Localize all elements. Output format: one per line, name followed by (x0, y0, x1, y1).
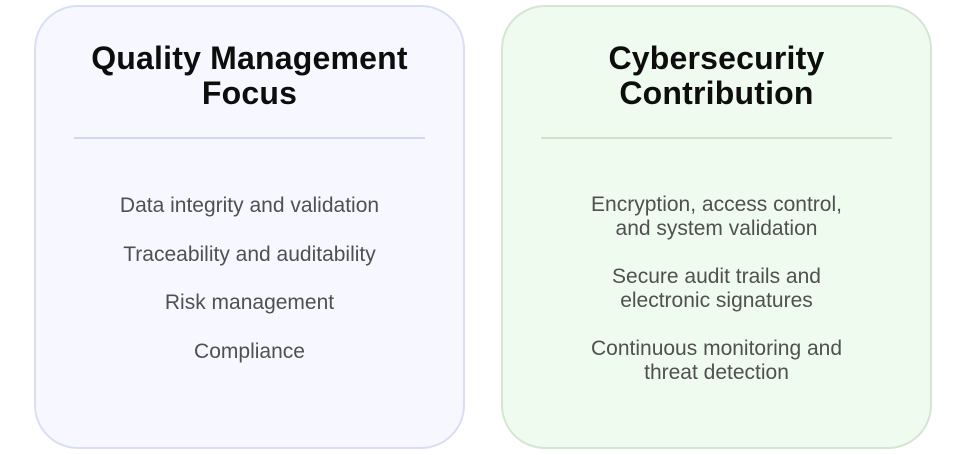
item-line: Compliance (194, 339, 305, 363)
list-item: Compliance (36, 339, 463, 365)
cybersecurity-list: Encryption, access control, and system v… (503, 193, 930, 409)
quality-management-title: Quality Management Focus (36, 41, 463, 111)
title-line: Focus (201, 75, 298, 111)
list-item: Secure audit trails and electronic signa… (503, 265, 930, 313)
list-item: Encryption, access control, and system v… (503, 193, 930, 241)
item-line: and system validation (615, 217, 818, 240)
list-item: Data integrity and validation (36, 193, 463, 219)
list-item: Traceability and auditability (36, 242, 463, 268)
quality-management-list: Data integrity and validation Traceabili… (36, 193, 463, 387)
title-line: Quality Management (91, 40, 408, 76)
list-item: Risk management (36, 290, 463, 316)
title-line: Cybersecurity (608, 40, 825, 76)
item-line: Traceability and auditability (123, 242, 376, 266)
title-divider (541, 137, 892, 139)
item-line: Risk management (164, 291, 335, 314)
item-line: Encryption, access control, (591, 193, 842, 216)
item-line: Secure audit trails and (612, 265, 821, 288)
item-line: threat detection (644, 361, 789, 384)
title-line: Contribution (619, 75, 814, 111)
cybersecurity-card: Cybersecurity Contribution Encryption, a… (501, 5, 932, 449)
item-line: Continuous monitoring and (591, 337, 842, 360)
title-divider (74, 137, 425, 139)
item-line: electronic signatures (620, 289, 813, 312)
item-line: Data integrity and validation (119, 194, 380, 217)
quality-management-card: Quality Management Focus Data integrity … (34, 5, 465, 449)
list-item: Continuous monitoring and threat detecti… (503, 337, 930, 385)
cybersecurity-title: Cybersecurity Contribution (503, 41, 930, 111)
